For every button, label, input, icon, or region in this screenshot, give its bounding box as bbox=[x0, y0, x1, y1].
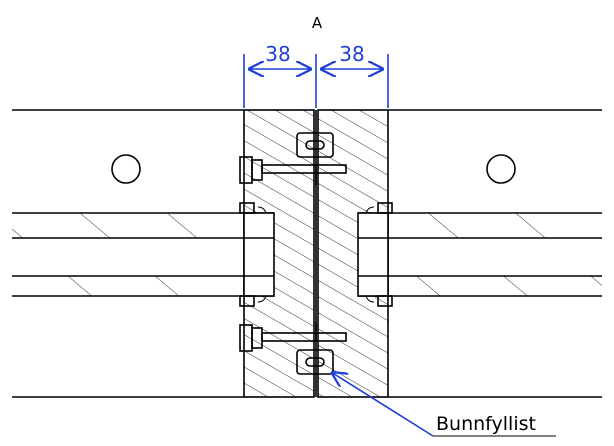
callout: Bunnfyllist bbox=[331, 372, 556, 437]
filler-strip-bottom bbox=[296, 349, 334, 375]
upper-fastener bbox=[239, 156, 347, 185]
glass-pane-left bbox=[12, 212, 275, 297]
glass-pane-right bbox=[357, 212, 602, 297]
hole-left bbox=[111, 154, 141, 184]
dimension-right: 38 bbox=[339, 42, 364, 66]
dimension-left: 38 bbox=[265, 42, 290, 66]
filler-strip-top bbox=[296, 132, 334, 158]
gaskets bbox=[239, 202, 393, 307]
hole-right bbox=[486, 154, 516, 184]
lower-fastener bbox=[239, 322, 347, 352]
dimension-line: 38 38 bbox=[243, 42, 389, 108]
section-label: A bbox=[312, 14, 323, 32]
callout-label: Bunnfyllist bbox=[436, 413, 536, 435]
panel-outlines bbox=[12, 109, 602, 398]
